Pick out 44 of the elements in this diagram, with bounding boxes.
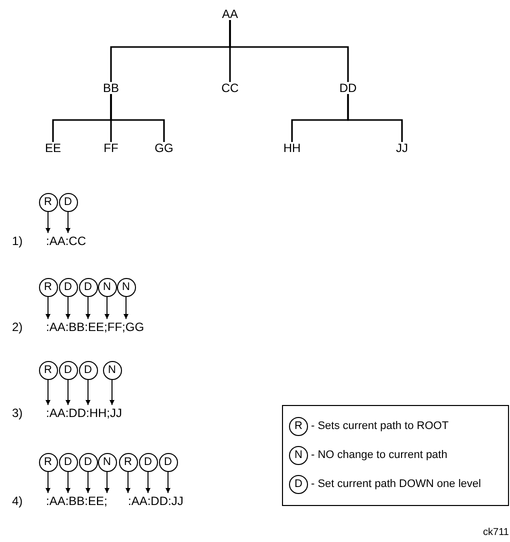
arrow	[86, 379, 90, 406]
command-string: :AA:DD:JJ	[128, 495, 184, 507]
example-number: 3)	[12, 407, 23, 419]
arrow	[66, 471, 70, 494]
tree-node-label: EE	[44, 142, 62, 154]
arrow	[46, 211, 50, 234]
tree-connector	[229, 20, 349, 82]
arrow	[146, 471, 150, 494]
arrow	[66, 379, 70, 406]
figure-code: ck711	[483, 528, 509, 538]
command-string: :AA:CC	[46, 235, 86, 247]
arrow	[124, 296, 128, 320]
tree-node-label: BB	[102, 82, 120, 94]
tree-node-label: AA	[221, 8, 239, 20]
arrow	[46, 379, 50, 406]
arrow	[104, 296, 110, 320]
arrow	[66, 296, 70, 320]
arrow	[110, 379, 114, 406]
tree-connector	[110, 94, 165, 142]
arrow	[126, 471, 130, 494]
tree-node-label: JJ	[395, 142, 409, 154]
command-string: :AA:BB:EE;	[46, 495, 108, 507]
arrow	[104, 471, 110, 494]
tree-connector	[347, 94, 403, 142]
legend-text: - Sets current path to ROOT	[311, 421, 449, 432]
example-number: 4)	[12, 495, 23, 507]
arrow	[46, 296, 50, 320]
tree-node-label: GG	[154, 142, 174, 154]
example-number: 2)	[12, 321, 23, 333]
arrow	[86, 471, 90, 494]
tree-node-label: CC	[220, 82, 240, 94]
legend-box	[282, 405, 509, 506]
command-string: :AA:BB:EE;FF;GG	[46, 321, 144, 333]
arrow	[66, 211, 70, 234]
arrow	[46, 471, 50, 494]
tree-node-label: FF	[102, 142, 120, 154]
arrow	[166, 471, 170, 494]
tree-node-label: DD	[338, 82, 358, 94]
command-string: :AA:DD:HH;JJ	[46, 407, 122, 419]
legend-text: - Set current path DOWN one level	[311, 479, 481, 490]
arrow	[86, 296, 90, 320]
example-number: 1)	[12, 235, 23, 247]
legend-text: - NO change to current path	[311, 450, 448, 461]
tree-node-label: HH	[282, 142, 302, 154]
